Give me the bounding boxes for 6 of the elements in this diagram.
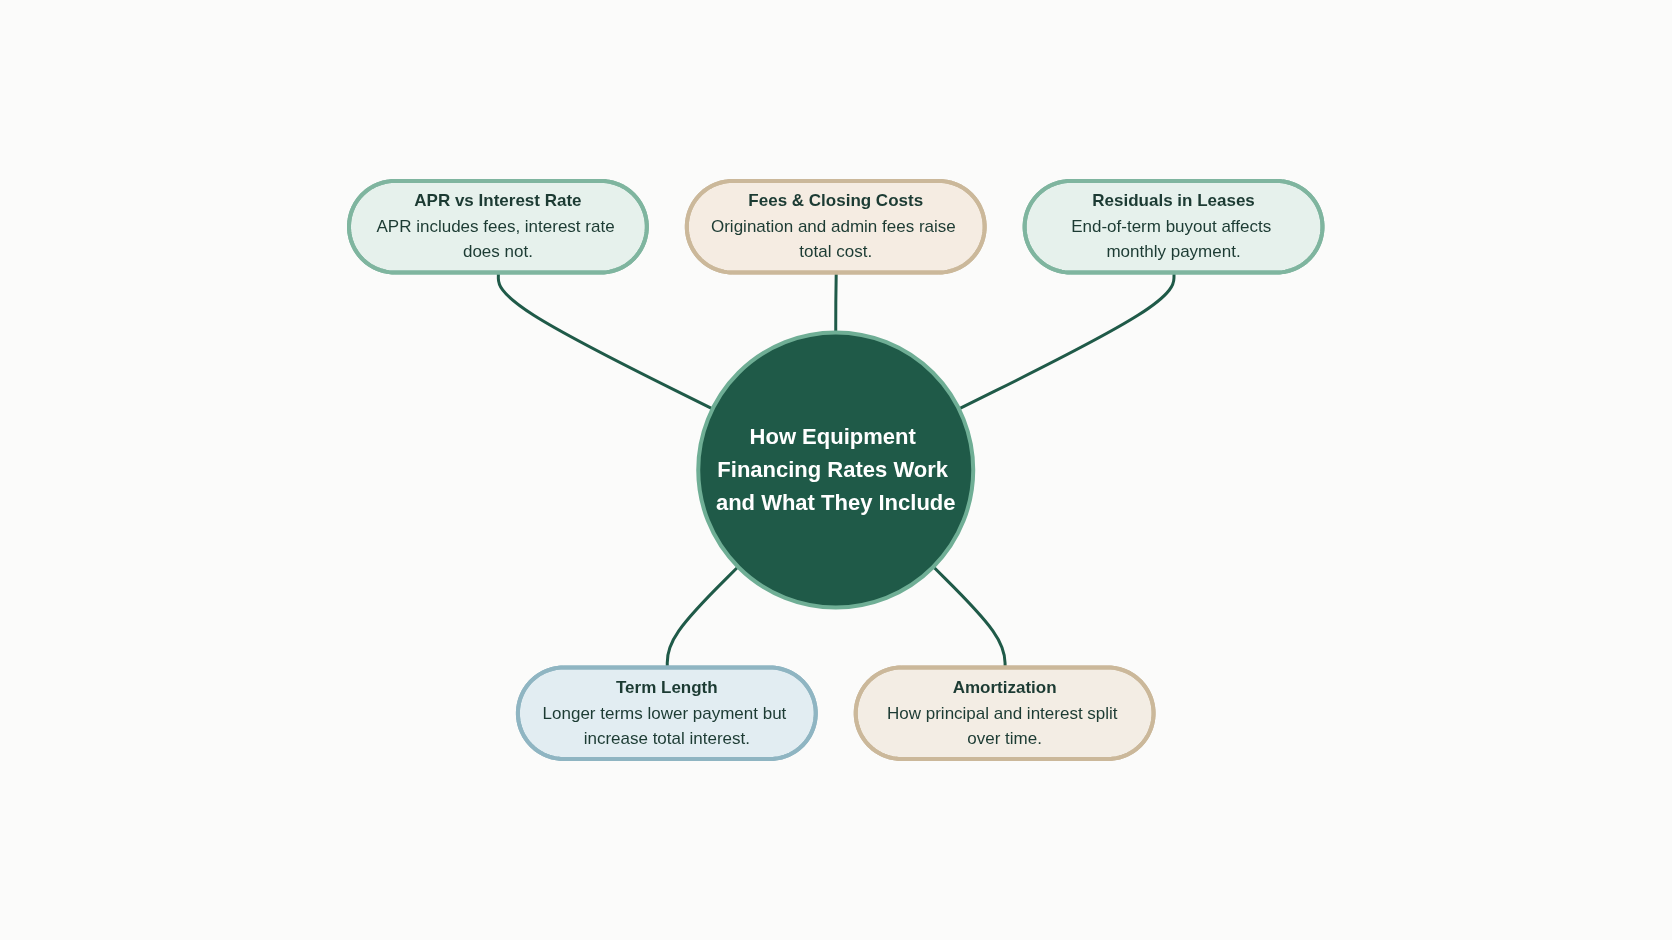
connector [666,565,740,668]
connector [497,272,714,411]
node-circle: How Equipment Financing Rates Work and What They Include [696,330,976,610]
connector [958,272,1176,411]
connector [932,565,1007,668]
connector [834,272,838,333]
